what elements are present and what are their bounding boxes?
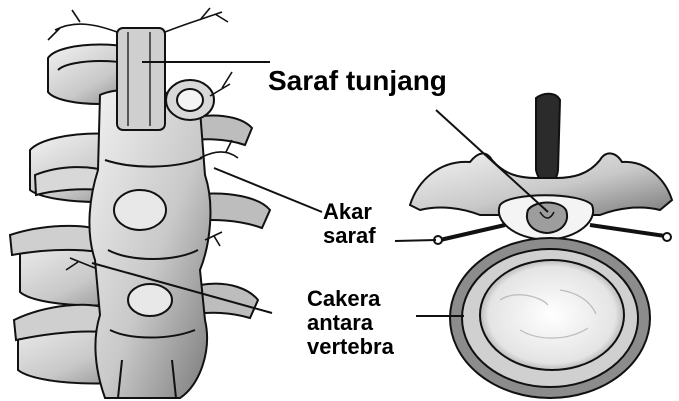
label-disc-line-2: antara — [307, 311, 394, 335]
label-nerve-root: Akar saraf — [323, 200, 376, 248]
label-spinal-cord: Saraf tunjang — [268, 66, 447, 96]
disc-nucleus — [480, 260, 624, 370]
label-intervertebral-disc: Cakera antara vertebra — [307, 287, 394, 358]
nerve-root-right — [590, 225, 665, 236]
label-disc-line-1: Cakera — [307, 287, 394, 311]
spinous-process — [536, 94, 560, 184]
nerve-root-left — [440, 225, 505, 240]
vertebra-cross-section — [410, 94, 672, 398]
spinal-cord-left — [117, 28, 165, 130]
column-body — [89, 90, 210, 398]
label-nerve-root-line-2: saraf — [323, 224, 376, 248]
label-disc-line-3: vertebra — [307, 335, 394, 359]
leader-akar-right — [395, 240, 436, 241]
label-nerve-root-line-1: Akar — [323, 200, 376, 224]
vertebral-column — [10, 8, 270, 398]
